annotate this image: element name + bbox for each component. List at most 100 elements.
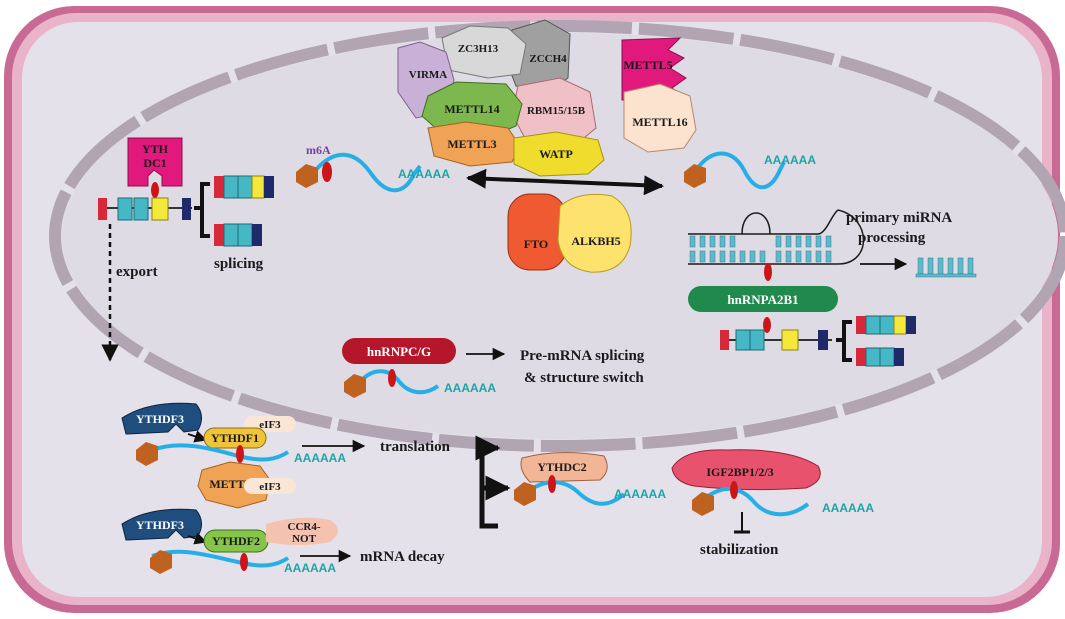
hnrnpa2b1-label: hnRNPA2B1 — [727, 292, 798, 307]
stem-bases-bottom — [689, 250, 832, 263]
splice-bracket — [194, 182, 210, 238]
hnrnpcg-label: hnRNPC/G — [367, 344, 431, 359]
export-label: export — [116, 264, 158, 280]
cap-icon — [136, 442, 158, 466]
splice-bracket — [836, 320, 852, 362]
ccr4-not-shape — [266, 517, 338, 545]
rbm15-label: RBM15/15B — [527, 105, 586, 117]
splicing-label: splicing — [214, 256, 264, 272]
virma-label: VIRMA — [409, 69, 448, 81]
igf2bp-pathway: IGF2BP1/2/3 AAAAAA stabilization — [671, 449, 874, 558]
ythdf3-bottom-shape — [121, 508, 202, 541]
cap-icon — [514, 482, 536, 506]
nuclear-envelope — [49, 20, 1065, 452]
translation-label: translation — [380, 439, 451, 455]
zc3h13-label: ZC3H13 — [458, 43, 499, 55]
eif3-top-label: eIF3 — [259, 419, 281, 431]
mirna-label-line2: processing — [858, 230, 926, 246]
mettl3-cyto-shape — [197, 461, 271, 509]
ythdf1-shape — [203, 427, 267, 449]
ythdf3-binding-arrow — [187, 430, 208, 443]
cap-icon — [684, 164, 706, 188]
ythdf3-bottom-label: YTHDF3 — [136, 518, 184, 532]
hnrnpa2b1-splicing — [720, 315, 916, 367]
igf2bp-label: IGF2BP1/2/3 — [706, 465, 773, 479]
ythdf3-binding-arrow — [187, 532, 208, 545]
mirna-processing: hnRNPA2B1 primary miRNA processing — [688, 209, 977, 312]
zcch4-label: ZCCH4 — [529, 53, 567, 65]
decay-label: mRNA decay — [360, 549, 445, 565]
mettl3-writer-label: METTL3 — [447, 137, 496, 151]
ythdc2-label: YTHDC2 — [537, 460, 586, 474]
rna-strand — [312, 152, 422, 193]
ythdf2-label: YTHDF2 — [212, 534, 260, 548]
unmodified-rna-right: AAAAAA — [684, 151, 816, 190]
m6a-mark — [151, 182, 159, 198]
mrna-isoform-long — [214, 175, 274, 199]
cap-icon — [344, 374, 366, 398]
cap-icon — [692, 492, 714, 516]
ccr4-label-line2: NOT — [292, 533, 317, 545]
writer-eraser-arrow — [466, 168, 664, 196]
m6a-mark — [322, 162, 332, 182]
ythdc1-label-line2: DC1 — [143, 156, 166, 170]
polya-tail: AAAAAA — [444, 381, 496, 395]
exon-red — [98, 198, 107, 220]
hnrnpa2b1-shape — [688, 286, 838, 312]
exon-teal — [117, 197, 133, 221]
rna-strand — [694, 151, 786, 190]
stem-bases-top — [689, 235, 832, 248]
cap-icon — [150, 550, 172, 574]
fto-label: FTO — [524, 237, 548, 251]
ythdc2-shape — [520, 451, 608, 483]
m6a-mark — [730, 481, 738, 499]
rna-strand — [151, 549, 290, 568]
ythdf1-label: YTHDF1 — [211, 431, 259, 445]
m6a-mark — [548, 475, 556, 493]
ythdc1-shape — [127, 137, 183, 187]
mettl5-label: METTL5 — [623, 58, 672, 72]
ythdc1-splicing: YTH DC1 splicing — [98, 137, 274, 272]
pri-mirna-hairpin — [688, 209, 865, 265]
eif3-bottom-label: eIF3 — [259, 481, 281, 493]
polya-tail: AAAAAA — [822, 501, 874, 515]
polya-tail: AAAAAA — [764, 153, 816, 167]
exon-navy — [182, 198, 191, 220]
mrna-isoform-long — [856, 315, 916, 335]
mettl14-label: METTL14 — [444, 102, 499, 116]
mrna-isoform-short — [856, 347, 904, 367]
eif3-bottom-shape — [244, 478, 296, 494]
igf2bp-shape — [671, 449, 821, 491]
premrna-label-line1: Pre-mRNA splicing — [520, 348, 645, 364]
rna-strand — [528, 480, 626, 506]
polya-tail: AAAAAA — [398, 167, 450, 181]
ythdc1-label-line1: YTH — [142, 142, 169, 156]
fto-shape — [507, 193, 567, 271]
polya-tail: AAAAAA — [614, 487, 666, 501]
stabilization-label: stabilization — [700, 542, 779, 558]
cap-icon — [296, 164, 318, 188]
premrna-label-line2: & structure switch — [524, 370, 644, 386]
watp-label: WATP — [539, 147, 573, 161]
m6a-mark — [240, 553, 248, 571]
mettl14-shape — [421, 81, 523, 137]
pri-mirna-loop — [741, 212, 771, 235]
zc3h13-shape — [441, 25, 527, 79]
ythdc2-pathway: YTHDC2 AAAAAA — [482, 448, 666, 529]
exon-yellow — [151, 197, 169, 221]
ythdf3-top-label: YTHDF3 — [136, 412, 184, 426]
hnrnpcg-shape — [342, 338, 456, 364]
mirna-label-line1: primary miRNA — [846, 210, 952, 226]
rna-strand — [358, 369, 440, 395]
mrna-isoform-short — [214, 223, 262, 247]
decay-pathway: YTHDF3 YTHDF2 CCR4- NOT AAAAAA mRNA deca… — [121, 508, 445, 575]
mettl16-label: METTL16 — [632, 115, 687, 129]
writer-complex: ZCCH4 ZC3H13 VIRMA RBM15/15B METTL14 MET… — [397, 19, 605, 177]
m6a-mark — [236, 445, 244, 463]
polya-tail: AAAAAA — [294, 451, 346, 465]
eraser-complex: FTO ALKBH5 — [507, 193, 632, 273]
ythdc2-bracket — [482, 448, 508, 529]
alkbh5-label: ALKBH5 — [571, 234, 620, 248]
rna-strand — [706, 486, 810, 517]
